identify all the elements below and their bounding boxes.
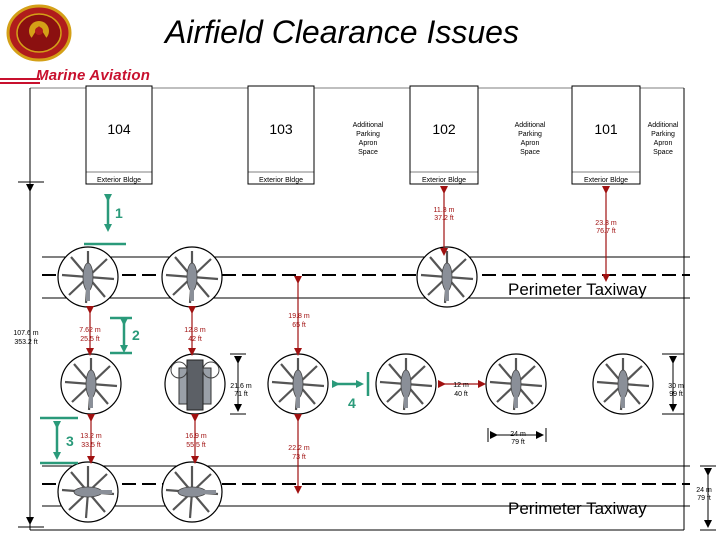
svg-text:24 m: 24 m bbox=[510, 431, 526, 438]
svg-text:Additional: Additional bbox=[648, 122, 679, 129]
building-103: 103 Exterior Bldge bbox=[247, 85, 315, 185]
svg-text:79 ft: 79 ft bbox=[511, 439, 525, 446]
building-label: Exterior Bldge bbox=[97, 177, 141, 184]
upper-taxiway: Perimeter Taxiway bbox=[42, 256, 690, 299]
helicopter-icon bbox=[56, 460, 120, 524]
marine-corps-seal-icon bbox=[4, 4, 74, 62]
svg-text:21.6 m: 21.6 m bbox=[230, 383, 252, 390]
svg-text:Space: Space bbox=[653, 149, 673, 156]
helicopter-icon bbox=[415, 245, 479, 309]
brand-logo-text: Marine Aviation bbox=[36, 67, 151, 84]
svg-text:40 ft: 40 ft bbox=[454, 391, 468, 398]
apron-note: Additional Parking Apron Space bbox=[648, 122, 679, 156]
svg-text:Parking: Parking bbox=[518, 131, 542, 138]
svg-text:3: 3 bbox=[66, 433, 74, 449]
building-102: 102 Exterior Bldge bbox=[409, 85, 479, 185]
helicopter-icon bbox=[266, 352, 330, 416]
building-number: 104 bbox=[107, 121, 131, 137]
svg-text:Additional: Additional bbox=[353, 122, 384, 129]
svg-text:Parking: Parking bbox=[651, 131, 675, 138]
svg-text:Parking: Parking bbox=[356, 131, 380, 138]
svg-text:30 m: 30 m bbox=[668, 383, 684, 390]
svg-text:2: 2 bbox=[132, 327, 140, 343]
svg-text:Space: Space bbox=[358, 149, 378, 156]
taxiway-label: Perimeter Taxiway bbox=[508, 280, 647, 299]
helicopter-icon bbox=[59, 352, 123, 416]
helicopter-icon bbox=[160, 245, 224, 309]
svg-text:11.3 m: 11.3 m bbox=[434, 207, 455, 214]
dimension-arrows bbox=[86, 186, 610, 494]
svg-text:33.5 ft: 33.5 ft bbox=[81, 442, 101, 449]
tiltrotor-icon bbox=[164, 353, 226, 415]
page-title: Airfield Clearance Issues bbox=[165, 14, 519, 50]
svg-text:Additional: Additional bbox=[515, 122, 546, 129]
building-104: 104 Exterior Bldge bbox=[85, 85, 153, 185]
brand-stripe bbox=[0, 72, 40, 84]
svg-text:353.2 ft: 353.2 ft bbox=[14, 339, 37, 346]
svg-text:1: 1 bbox=[115, 205, 123, 221]
svg-text:37.2 ft: 37.2 ft bbox=[434, 215, 454, 222]
svg-text:71 ft: 71 ft bbox=[234, 391, 248, 398]
svg-text:Space: Space bbox=[520, 149, 540, 156]
svg-text:19.8 m: 19.8 m bbox=[288, 313, 310, 320]
red-measurement-labels: 11.3 m 37.2 ft 23.3 m 76.7 ft 19.8 m 65 … bbox=[79, 207, 617, 461]
black-measurement-labels: 107.6 m 353.2 ft 21.6 m 71 ft 12 m 40 ft… bbox=[13, 330, 712, 502]
svg-text:23.3 m: 23.3 m bbox=[595, 220, 617, 227]
svg-text:Apron: Apron bbox=[521, 140, 540, 147]
svg-text:22.2 m: 22.2 m bbox=[288, 445, 310, 452]
building-101: 101 Exterior Bldge bbox=[571, 85, 641, 185]
helicopter-icon bbox=[484, 352, 548, 416]
svg-text:Apron: Apron bbox=[654, 140, 673, 147]
svg-text:Apron: Apron bbox=[359, 140, 378, 147]
building-label: Exterior Bldge bbox=[584, 177, 628, 184]
svg-text:79 ft: 79 ft bbox=[697, 495, 711, 502]
helicopter-icon bbox=[591, 352, 655, 416]
building-number: 103 bbox=[269, 121, 293, 137]
svg-text:65 ft: 65 ft bbox=[292, 322, 306, 329]
svg-text:73 ft: 73 ft bbox=[292, 454, 306, 461]
marker-numbers: 1 2 3 4 bbox=[66, 205, 356, 449]
building-label: Exterior Bldge bbox=[422, 177, 466, 184]
svg-text:7.62 m: 7.62 m bbox=[79, 327, 101, 334]
apron-note: Additional Parking Apron Space bbox=[515, 122, 546, 156]
apron-note: Additional Parking Apron Space bbox=[353, 122, 384, 156]
svg-text:107.6 m: 107.6 m bbox=[13, 330, 38, 337]
svg-text:12.8 m: 12.8 m bbox=[184, 327, 206, 334]
clearance-markers bbox=[40, 194, 370, 465]
building-number: 101 bbox=[594, 121, 618, 137]
svg-text:24 m: 24 m bbox=[696, 487, 712, 494]
taxiway-label: Perimeter Taxiway bbox=[508, 499, 647, 518]
svg-text:25.5 ft: 25.5 ft bbox=[80, 336, 100, 343]
helicopter-icon bbox=[160, 460, 224, 524]
building-number: 102 bbox=[432, 121, 456, 137]
svg-text:13.2 m: 13.2 m bbox=[80, 433, 102, 440]
svg-text:99 ft: 99 ft bbox=[669, 391, 683, 398]
svg-text:12 m: 12 m bbox=[453, 382, 469, 389]
helicopter-icon bbox=[56, 245, 120, 309]
svg-text:76.7 ft: 76.7 ft bbox=[596, 228, 616, 235]
helicopter-icon bbox=[374, 352, 438, 416]
black-dimension-lines bbox=[18, 181, 716, 531]
lower-taxiway: Perimeter Taxiway bbox=[42, 465, 690, 518]
svg-text:55.5 ft: 55.5 ft bbox=[186, 442, 206, 449]
building-label: Exterior Bldge bbox=[259, 177, 303, 184]
svg-text:42 ft: 42 ft bbox=[188, 336, 202, 343]
svg-text:16.9 m: 16.9 m bbox=[185, 433, 207, 440]
svg-text:4: 4 bbox=[348, 395, 356, 411]
